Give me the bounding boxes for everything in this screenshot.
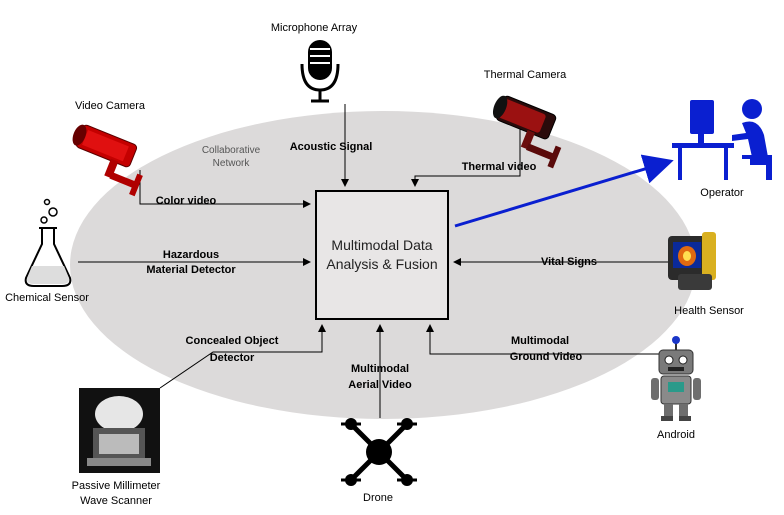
scanner-icon: [79, 388, 160, 473]
connectors: [78, 104, 668, 418]
chemical-sensor-label: Chemical Sensor: [5, 292, 89, 304]
robot-icon: [651, 336, 701, 421]
fusion-hub-title: Multimodal Data Analysis & Fusion: [326, 237, 438, 272]
microphone-icon: [300, 40, 340, 103]
fusion-hub-box: Multimodal Data Analysis & Fusion: [315, 190, 449, 320]
ground-label-1: Multimodal: [510, 335, 570, 347]
health-monitor-icon: [668, 232, 716, 290]
flask-icon: [24, 198, 72, 287]
scanner-label-2: Wave Scanner: [80, 495, 152, 507]
aerial-label-2: Aerial Video: [348, 379, 412, 391]
microphone-label: Microphone Array: [270, 22, 358, 34]
concealed-label-2: Detector: [209, 352, 255, 364]
hazardous-label-1: Hazardous: [162, 249, 220, 261]
aerial-label-1: Multimodal: [350, 363, 410, 375]
scanner-label-1: Passive Millimeter: [71, 480, 161, 492]
android-connector: [426, 324, 660, 355]
color-video-label: Color video: [155, 195, 217, 207]
health-sensor-label: Health Sensor: [674, 305, 744, 317]
vital-signs-label: Vital Signs: [540, 256, 598, 268]
android-label: Android: [657, 429, 695, 441]
thermal-connector: [411, 122, 521, 187]
drone-label: Drone: [363, 492, 393, 504]
drone-icon: [341, 418, 417, 486]
scanner-connector: [159, 324, 326, 389]
thermal-video-label: Thermal video: [461, 161, 537, 173]
operator-icon: [672, 99, 772, 180]
concealed-label-1: Concealed Object: [185, 335, 279, 347]
thermal-camera-label: Thermal Camera: [483, 69, 567, 81]
hazardous-label-2: Material Detector: [146, 264, 236, 276]
acoustic-signal-label: Acoustic Signal: [289, 141, 373, 153]
video-camera-label: Video Camera: [74, 100, 146, 112]
ground-label-2: Ground Video: [509, 351, 583, 363]
operator-label: Operator: [700, 187, 744, 199]
network-label: Collaborative Network: [201, 145, 261, 169]
thermal-camera-icon: [492, 95, 562, 169]
operator-connector: [454, 154, 674, 228]
video-camera-icon: [72, 124, 143, 197]
